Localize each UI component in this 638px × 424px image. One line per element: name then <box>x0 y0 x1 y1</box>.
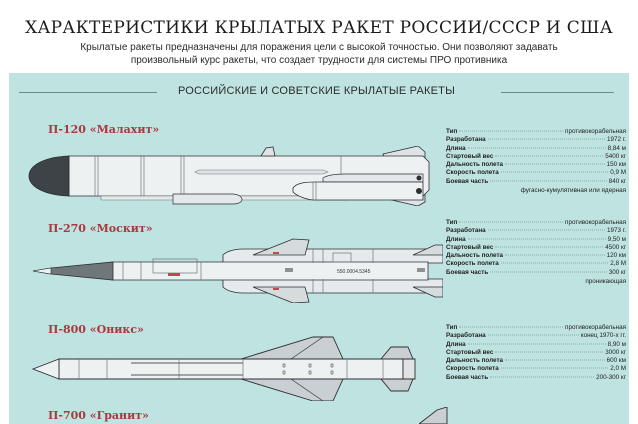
spec-row: Стартовый вес 4500 кг <box>446 244 626 252</box>
page-subtitle: Крылатые ракеты предназначены для пораже… <box>60 41 578 67</box>
spec-row: Разработана 1973 г. <box>446 227 626 235</box>
spec-value: 840 кг <box>608 177 626 185</box>
spec-value: 9,50 м <box>607 235 626 243</box>
spec-value: 1972 г. <box>606 136 626 144</box>
spec-label: Боевая часть <box>446 177 489 185</box>
spec-row: Тип противокорабельная <box>446 324 626 332</box>
divider-right <box>501 92 614 93</box>
divider-left <box>19 92 157 93</box>
spec-row: Разработана 1972 г. <box>446 136 626 144</box>
spec-row: Скорость полета 2,8 М <box>446 260 626 268</box>
header: ХАРАКТЕРИСТИКИ КРЫЛАТЫХ РАКЕТ РОССИИ/ССС… <box>0 0 638 72</box>
cruise-missile-p120-icon <box>28 146 430 206</box>
spec-label: Длина <box>446 340 466 348</box>
subtitle-line-2: произвольный курс ракеты, что создает тр… <box>130 55 508 66</box>
spec-label: Дальность полета <box>446 252 504 260</box>
spec-label: Стартовый вес <box>446 348 494 356</box>
spec-label: Длина <box>446 144 466 152</box>
spec-label: Стартовый вес <box>446 243 494 251</box>
spec-label: Скорость полета <box>446 365 499 373</box>
spec-label: Стартовый вес <box>446 152 494 160</box>
spec-row: Боевая часть 840 кг <box>446 178 626 186</box>
spec-label: Разработана <box>446 332 486 340</box>
spec-value: конец 1970-х гг. <box>580 332 626 340</box>
spec-value: 4500 кг <box>605 243 626 251</box>
spec-row: Длина 8,84 м <box>446 145 626 153</box>
spec-value: 1973 г. <box>606 227 626 235</box>
cruise-missile-p270-icon: 550.0004.5345 <box>32 238 443 303</box>
spec-value: 150 км <box>606 161 626 169</box>
cruise-missile-p800-icon <box>31 336 416 401</box>
spec-label: Скорость полета <box>446 169 499 177</box>
spec-value: 120 км <box>606 252 626 260</box>
spec-label: Дальность полета <box>446 357 504 365</box>
spec-label: Тип <box>446 219 458 226</box>
spec-value: 2,8 М <box>610 260 626 268</box>
spec-row: Боевая часть 200-300 кг <box>446 374 626 382</box>
spec-value: противокорабельная <box>565 128 626 135</box>
subtitle-line-1: Крылатые ракеты предназначены для пораже… <box>80 42 558 53</box>
spec-label: Дальность полета <box>446 161 504 169</box>
missiles-panel: РОССИЙСКИЕ И СОВЕТСКИЕ КРЫЛАТЫЕ РАКЕТЫ П… <box>9 73 629 424</box>
body-marking: 550.0004.5345 <box>337 269 371 275</box>
spec-label: Разработана <box>446 136 486 144</box>
spec-row: Боевая часть 300 кг <box>446 269 626 277</box>
spec-row: Длина 9,50 м <box>446 236 626 244</box>
spec-value: 5400 кг <box>605 152 626 160</box>
spec-row: Скорость полета 2,0 М <box>446 365 626 373</box>
spec-value: 2,0 М <box>610 365 626 373</box>
spec-label: Скорость полета <box>446 260 499 268</box>
spec-value: 0,9 М <box>610 169 626 177</box>
spec-label: Длина <box>446 235 466 243</box>
spec-row: Дальность полета 150 км <box>446 161 626 169</box>
section-title: РОССИЙСКИЕ И СОВЕТСКИЕ КРЫЛАТЫЕ РАКЕТЫ <box>177 85 456 97</box>
missile-name-p270: П-270 «Москит» <box>48 222 153 235</box>
section-header: РОССИЙСКИЕ И СОВЕТСКИЕ КРЫЛАТЫЕ РАКЕТЫ <box>19 85 614 99</box>
spec-value: 300 кг <box>608 268 626 276</box>
spec-label: Тип <box>446 324 458 331</box>
spec-value: 8,90 м <box>607 340 626 348</box>
page-title: ХАРАКТЕРИСТИКИ КРЫЛАТЫХ РАКЕТ РОССИИ/ССС… <box>25 18 613 38</box>
spec-label: Боевая часть <box>446 373 489 381</box>
spec-value: 200-300 кг <box>596 373 626 381</box>
spec-label: Боевая часть <box>446 268 489 276</box>
warhead-note: фугасно-кумулятивная или ядерная <box>520 187 626 195</box>
specs-p120: Тип противокорабельная Разработана 1972 г.… <box>446 128 626 195</box>
specs-p270: Тип противокорабельная Разработана 1973 г.… <box>446 219 626 286</box>
spec-value: противокорабельная <box>565 219 626 226</box>
spec-row: Стартовый вес 5400 кг <box>446 153 626 161</box>
spec-label: Тип <box>446 128 458 135</box>
missile-name-p800: П-800 «Оникс» <box>48 323 144 336</box>
spec-row: Тип противокорабельная <box>446 128 626 136</box>
missile-name-p120: П-120 «Малахит» <box>48 123 160 136</box>
spec-row: Длина 8,90 м <box>446 341 626 349</box>
spec-row: Дальность полета 120 км <box>446 252 626 260</box>
spec-value: 600 км <box>606 357 626 365</box>
warhead-note: проникающая <box>585 278 626 286</box>
spec-value: противокорабельная <box>565 324 626 331</box>
spec-label: Разработана <box>446 227 486 235</box>
cruise-missile-p700-icon <box>419 407 448 424</box>
spec-row: Дальность полета 600 км <box>446 357 626 365</box>
spec-row: Скорость полета 0,9 М <box>446 169 626 177</box>
spec-row: Разработана конец 1970-х гг. <box>446 332 626 340</box>
spec-row: Стартовый вес 3000 кг <box>446 349 626 357</box>
spec-row: Тип противокорабельная <box>446 219 626 227</box>
specs-p800: Тип противокорабельная Разработана конец 1… <box>446 324 626 382</box>
missile-name-p700: П-700 «Гранит» <box>48 409 149 422</box>
spec-value: 3000 кг <box>605 348 626 356</box>
spec-value: 8,84 м <box>607 144 626 152</box>
